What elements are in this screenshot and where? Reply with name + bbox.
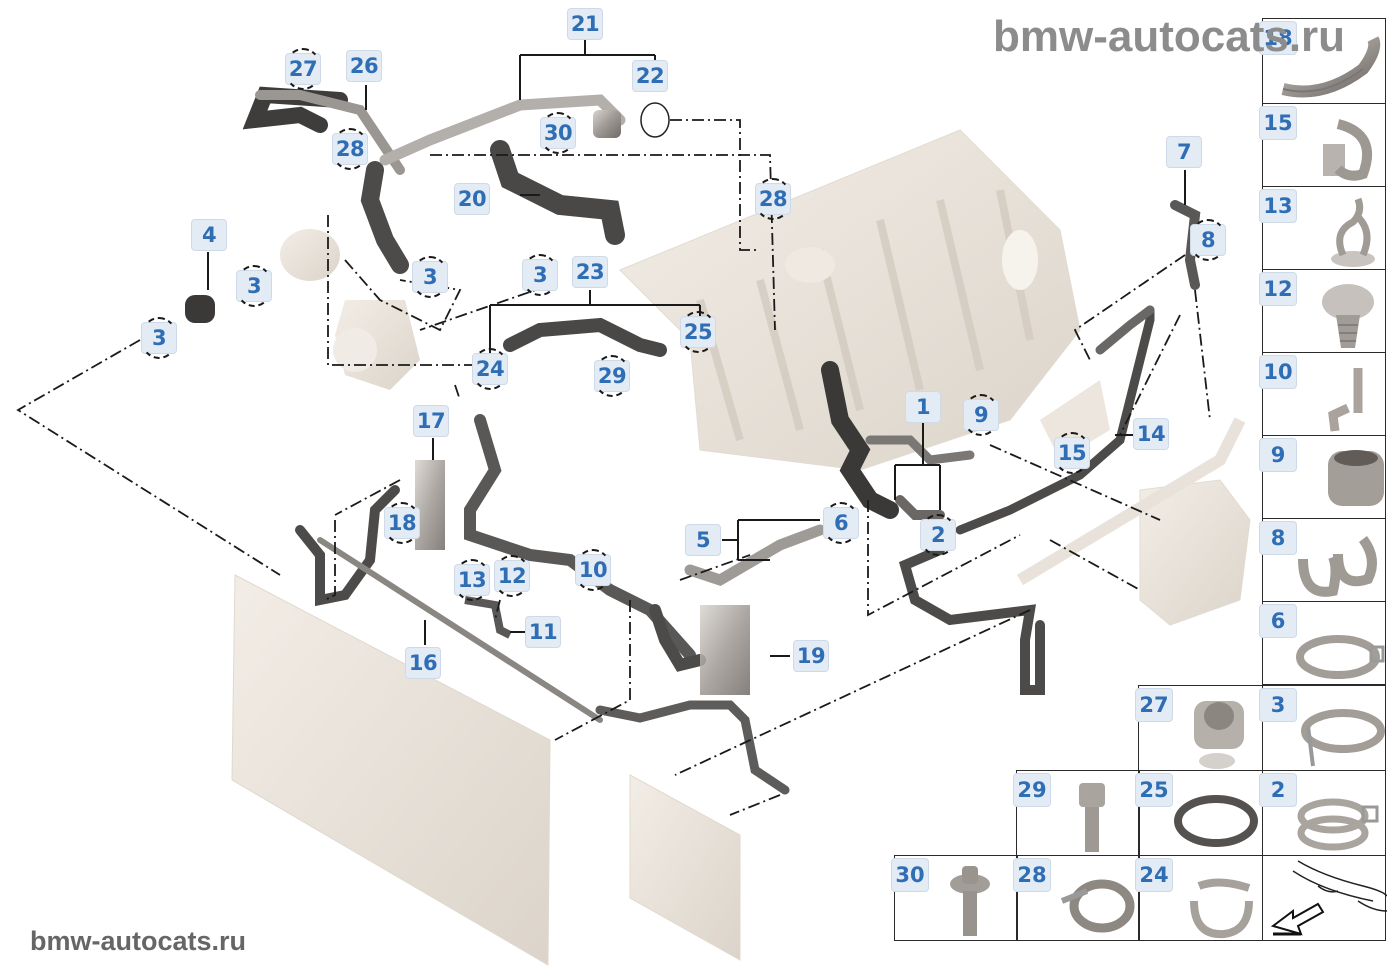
callout-11[interactable]: 11 — [525, 616, 561, 648]
legend-cell-9[interactable]: 9 — [1259, 435, 1386, 519]
spring-band-clamp-icon — [1296, 635, 1385, 679]
thermostat-housing — [280, 229, 420, 390]
legend-cell-orientation — [1262, 855, 1387, 941]
legend-label: 29 — [1013, 773, 1051, 807]
callout-26[interactable]: 26 — [346, 50, 382, 82]
small-parts — [185, 102, 750, 695]
legend-cell-12[interactable]: 12 — [1259, 269, 1386, 353]
spring-band-clamp-icon — [1297, 798, 1379, 851]
assembly-lines — [16, 119, 1211, 816]
engine-block — [619, 129, 1081, 471]
clip-icon — [1323, 119, 1372, 181]
legend-cell-15[interactable]: 15 — [1259, 103, 1386, 187]
callout-28[interactable]: 28 — [331, 128, 369, 170]
callout-13[interactable]: 13 — [453, 559, 491, 601]
clip-with-pin-icon — [1194, 701, 1244, 769]
legend-cell-30[interactable]: 30 — [891, 855, 1018, 941]
callout-2[interactable]: 2 — [919, 514, 957, 556]
callout-18[interactable]: 18 — [383, 502, 421, 544]
legend-label: 13 — [1259, 189, 1297, 223]
main-radiator — [231, 574, 551, 966]
auxiliary-radiator — [629, 774, 741, 961]
legend-cell-29[interactable]: 29 — [1013, 770, 1140, 856]
callout-7[interactable]: 7 — [1166, 136, 1202, 168]
callout-19[interactable]: 19 — [793, 640, 829, 672]
legend-label: 12 — [1259, 272, 1297, 306]
legend-label: 28 — [1013, 858, 1051, 892]
watermark-top: bmw-autocats.ru — [993, 12, 1346, 61]
legend-label: 10 — [1259, 355, 1297, 389]
legend-label: 15 — [1259, 106, 1297, 140]
hose-clamp-icon — [1060, 879, 1135, 933]
callout-16[interactable]: 16 — [405, 647, 441, 679]
spring-band-clamp-icon — [1190, 878, 1253, 939]
legend-label: 25 — [1135, 773, 1173, 807]
callout-30[interactable]: 30 — [539, 112, 577, 154]
callout-14[interactable]: 14 — [1133, 418, 1169, 450]
legend-cell-10[interactable]: 10 — [1259, 352, 1386, 436]
sealing-ring-icon — [1174, 795, 1258, 847]
callout-15[interactable]: 15 — [1053, 432, 1091, 474]
legend-cell-8[interactable]: 8 — [1259, 518, 1386, 602]
bracket-clip-icon — [1328, 368, 1363, 432]
legend-label: 6 — [1259, 604, 1297, 638]
callout-21[interactable]: 21 — [567, 8, 603, 40]
legend-label: 24 — [1135, 858, 1173, 892]
legend-label: 3 — [1259, 688, 1297, 722]
bolt-icon — [950, 866, 990, 936]
callout-24[interactable]: 24 — [471, 348, 509, 390]
callout-27[interactable]: 27 — [284, 48, 322, 90]
legend-label: 2 — [1259, 773, 1297, 807]
legend-cell-2[interactable]: 2 — [1259, 770, 1386, 856]
callout-17[interactable]: 17 — [413, 405, 449, 437]
callout-3[interactable]: 3 — [411, 256, 449, 298]
legend-cell-18[interactable]: 18 — [1259, 18, 1386, 104]
callout-23[interactable]: 23 — [572, 256, 608, 288]
vehicle-front-arrow-icon — [1270, 860, 1387, 936]
callout-22[interactable]: 22 — [632, 60, 668, 92]
torx-screw-icon — [1322, 284, 1374, 348]
plug-connector-icon — [1328, 450, 1384, 506]
callout-29[interactable]: 29 — [593, 355, 631, 397]
hex-bolt-icon — [1079, 783, 1105, 852]
legend-cell-25[interactable]: 25 — [1135, 770, 1263, 856]
callout-28[interactable]: 28 — [754, 178, 792, 220]
callout-1[interactable]: 1 — [905, 391, 941, 423]
legend-label: 30 — [891, 858, 929, 892]
callout-10[interactable]: 10 — [574, 549, 612, 591]
legend-cell-27[interactable]: 27 — [1135, 685, 1263, 771]
callout-12[interactable]: 12 — [493, 555, 531, 597]
callout-20[interactable]: 20 — [454, 183, 490, 215]
callout-6[interactable]: 6 — [822, 502, 860, 544]
watermark-bottom[interactable]: bmw-autocats.ru — [30, 926, 247, 956]
legend-label: 9 — [1259, 438, 1297, 472]
callout-5[interactable]: 5 — [685, 524, 721, 556]
legend-label: 27 — [1135, 688, 1173, 722]
callout-4[interactable]: 4 — [191, 219, 227, 251]
legend-cell-28[interactable]: 28 — [1013, 855, 1140, 941]
legend-cell-3[interactable]: 3 — [1259, 685, 1386, 771]
legend-label: 18 — [1259, 21, 1297, 55]
callout-3[interactable]: 3 — [521, 254, 559, 296]
hose-holder-icon — [1281, 36, 1381, 98]
legend-cell-13[interactable]: 13 — [1259, 186, 1386, 270]
callout-3[interactable]: 3 — [235, 265, 273, 307]
callout-25[interactable]: 25 — [679, 311, 717, 353]
legend-cell-6[interactable]: 6 — [1259, 601, 1386, 685]
callout-3[interactable]: 3 — [140, 317, 178, 359]
spring-band-clamp-icon — [1301, 709, 1385, 767]
leader-lines — [207, 40, 1186, 657]
legend-label: 8 — [1259, 521, 1297, 555]
legend-cell-24[interactable]: 24 — [1135, 855, 1263, 941]
hoses — [242, 86, 1201, 795]
callout-8[interactable]: 8 — [1189, 219, 1227, 261]
double-clip-icon — [1298, 536, 1377, 597]
pipe-clip-icon — [1331, 197, 1375, 267]
callout-9[interactable]: 9 — [962, 394, 1000, 436]
